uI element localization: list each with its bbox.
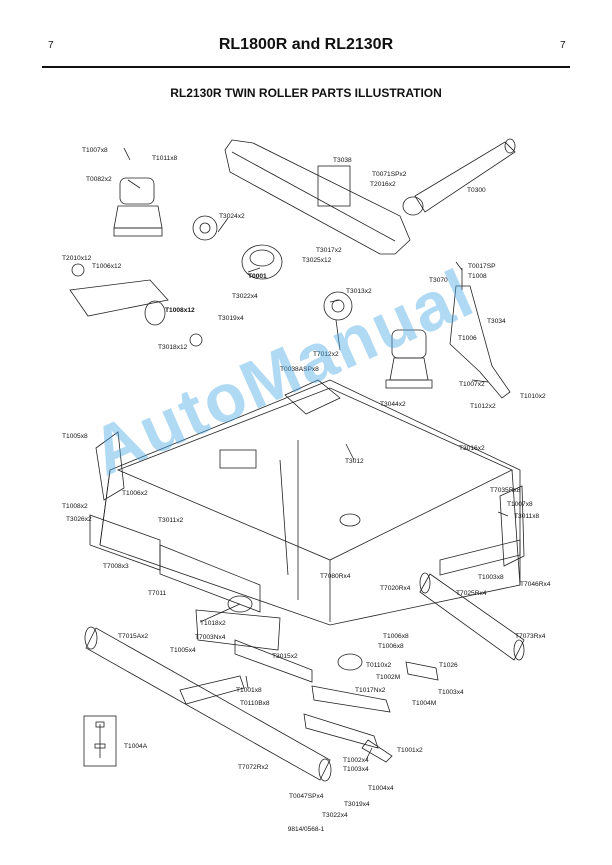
lift-arm	[449, 285, 511, 399]
document-title: RL1800R and RL2130R	[218, 36, 394, 53]
callout-label: T1018x2	[200, 620, 226, 627]
callout-label: T3018x12	[158, 344, 188, 351]
callout-label: T3019x4	[218, 315, 244, 322]
callout-label: T7072Rx2	[238, 764, 269, 771]
blade-carrier-right	[311, 685, 391, 713]
callout-label: T3019x4	[344, 801, 370, 808]
header-rule	[42, 66, 570, 68]
callout-label: T1001x2	[397, 747, 423, 754]
callout-label: T0110Bx8	[240, 700, 270, 707]
callout-label: T1011x8	[152, 155, 178, 162]
beam-bracket	[317, 165, 351, 207]
callout-label: T3011x2	[158, 517, 184, 524]
callout-label: T2010x12	[62, 255, 92, 262]
callout-label: T0110x2	[366, 662, 392, 669]
section-title: RL2130R TWIN ROLLER PARTS ILLUSTRATION	[170, 86, 442, 100]
drawing-reference: 9814/0568-1	[287, 826, 325, 833]
callout-label: T1005x4	[170, 647, 196, 654]
callout-label: T1007x8	[507, 501, 533, 508]
callout-label: T1006x2	[122, 490, 148, 497]
callout-label: T3011x8	[514, 513, 540, 520]
callout-label: T7008x3	[103, 563, 129, 570]
callout-label: T7035Rx8	[490, 487, 521, 494]
callout-label: T1007x8	[82, 147, 108, 154]
callout-label: T1007x2	[459, 381, 485, 388]
page-number-right: 7	[560, 40, 566, 51]
callout-label: T1017Nx2	[355, 687, 386, 694]
callout-label: T3026x2	[66, 516, 92, 523]
callout-label: T7046Rx4	[520, 581, 551, 588]
callout-label: T0017SP	[468, 263, 496, 270]
callout-label bold: T0001	[248, 273, 267, 280]
callout-label: T3015x2	[272, 653, 298, 660]
callout-label: T7073Rx4	[515, 633, 546, 640]
callout-label: T7012x2	[313, 351, 339, 358]
t1004a-box	[83, 715, 117, 767]
callout-label: T3070	[429, 277, 448, 284]
callout-label: T0300	[467, 187, 486, 194]
callout-label: T0047SPx4	[289, 793, 324, 800]
callout-label: T3012	[345, 458, 364, 465]
callout-label: T1002M	[376, 674, 400, 681]
callout-label: T3022x4	[322, 812, 348, 819]
callout-label: T3024x2	[219, 213, 245, 220]
callout-label: T3034	[487, 318, 506, 325]
driveshaft	[414, 141, 516, 213]
callout-label: T1006x8	[383, 633, 409, 640]
callout-label: T3038	[333, 157, 352, 164]
callout-label: T0038ASPx8	[280, 366, 319, 373]
callout-label: T0082x2	[86, 176, 112, 183]
rear-roller	[419, 573, 525, 661]
callout-label: T1003x4	[438, 689, 464, 696]
callout-label bold: T1008x12	[165, 307, 195, 314]
callout-label: T7020Rx4	[380, 585, 411, 592]
callout-label: T1012x2	[470, 403, 496, 410]
blade-carrier-left	[195, 609, 281, 651]
front-roller	[85, 627, 331, 781]
callout-label: T1001x8	[236, 687, 262, 694]
callout-label: T7025Rx4	[456, 590, 487, 597]
callout-label: T1002x4	[343, 757, 369, 764]
callout-label: T7003Nx4	[195, 634, 226, 641]
callout-label: T3022x4	[232, 293, 258, 300]
callout-label: T1006x12	[92, 263, 122, 270]
callout-label: T3013x2	[346, 288, 372, 295]
callout-label: T3025x12	[302, 257, 332, 264]
callout-label: T1004x4	[368, 785, 394, 792]
callout-label: T7080Rx4	[320, 573, 351, 580]
top-beam	[224, 139, 411, 255]
left-gearbox	[119, 177, 155, 205]
callout-label: T7011	[148, 590, 167, 597]
callout-label: T1006	[458, 335, 477, 342]
callout-label: T1026	[439, 662, 458, 669]
callout-label: T3016x2	[459, 445, 485, 452]
callout-label: T1006x8	[378, 643, 404, 650]
callout-label: T1010x2	[520, 393, 546, 400]
callout-label: T1004M	[412, 700, 436, 707]
callout-labels: T1007x8 T1011x8 T0082x2 T3038 T0071SPx2 …	[62, 147, 551, 819]
callout-label: T1005x8	[62, 433, 88, 440]
callout-label: T1003x4	[343, 766, 369, 773]
centre-gearbox	[241, 244, 283, 280]
callout-label: T2016x2	[370, 181, 396, 188]
callout-label: T1008x2	[62, 503, 88, 510]
callout-label: T1008	[468, 273, 487, 280]
callout-label: T1004A	[124, 743, 148, 750]
callout-label: T0071SPx2	[372, 171, 407, 178]
left-shaft	[69, 279, 169, 317]
callout-label: T7015Ax2	[118, 633, 148, 640]
callout-label: T3044x2	[380, 401, 406, 408]
callout-label: T3017x2	[316, 247, 342, 254]
page-number-left: 7	[48, 40, 54, 51]
callout-label: T1003x8	[478, 574, 504, 581]
